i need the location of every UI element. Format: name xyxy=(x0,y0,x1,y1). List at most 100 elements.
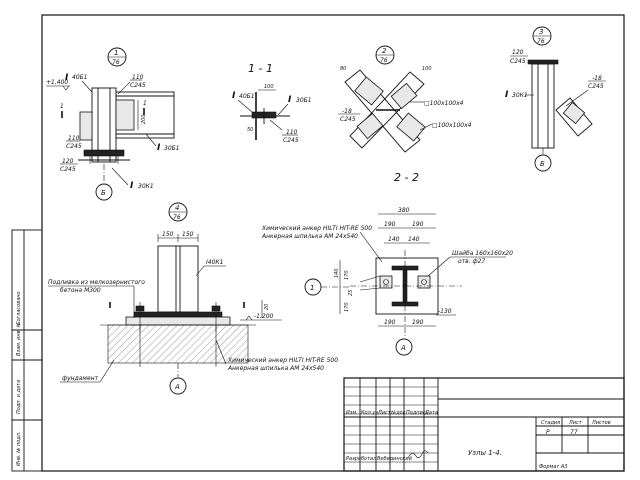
node1-axis: Б xyxy=(101,189,106,197)
node1-c-top-b: С245 xyxy=(130,82,146,89)
plan-axis-bottom: А xyxy=(400,344,406,352)
node4-dim-left: 150 xyxy=(162,231,174,238)
plan-left-dim-4: 170 xyxy=(344,302,350,312)
node4-foundation: фундамент xyxy=(62,375,99,382)
stamp-inv-orig: Инв. № подл. xyxy=(16,432,22,467)
i-beam-icon: I xyxy=(65,73,69,83)
node1-mark-sheet: 76 xyxy=(112,59,120,66)
plan-washer-a: Шайба 160х160х20 xyxy=(452,250,513,257)
tb-col-koluch: Кол.уч xyxy=(361,410,378,416)
node3-top-a: 120 xyxy=(512,49,524,56)
node2-dim-a: 80 xyxy=(340,66,346,72)
node2-mark-sheet: 76 xyxy=(380,57,388,64)
signature-icon xyxy=(407,450,429,459)
node2-mark-num: 2 xyxy=(382,47,387,55)
node4-i-col: I40К1 xyxy=(206,259,223,266)
node1-c-left-a: 110 xyxy=(68,135,80,142)
i-beam-icon-s11: I xyxy=(232,91,236,101)
node4-dim-side: 20 xyxy=(264,304,270,310)
stamp-replace-inv: Взам. инв. № xyxy=(16,322,22,356)
tb-col-list: Лист xyxy=(377,410,392,416)
tb-sheets-header: Листов xyxy=(591,420,611,426)
node4-grout-b: бетона М300 xyxy=(60,287,101,294)
tb-col-date: Дата xyxy=(424,410,438,416)
plan-axis-side: 1 xyxy=(310,284,314,292)
i-beam-icon-right: I xyxy=(157,143,161,153)
node1-cut-right: 1 xyxy=(143,100,147,107)
node1-i-right: 30Б1 xyxy=(164,145,180,152)
node3-top-b: С245 xyxy=(510,58,526,65)
plan-bottom-dim-b: 190 xyxy=(412,319,424,326)
node1-c-base-b: С245 xyxy=(60,166,76,173)
tb-sheet-value: 77 xyxy=(570,429,578,436)
node3-i-col: 30К1 xyxy=(512,92,528,99)
section11-dim-top: 100 xyxy=(264,84,274,90)
side-stamp: Согласовано Взам. инв. № Подп. и дата Ин… xyxy=(11,229,43,472)
node1-c-top-a: 110 xyxy=(132,74,144,81)
plan-dim-r3a: 140 xyxy=(388,236,400,243)
tb-col-ndok: №док xyxy=(390,410,406,416)
tb-stage-value: Р xyxy=(546,429,550,436)
i-beam-icon-s11b: I xyxy=(288,95,292,105)
plan-view: 380 190 190 140 140 Химический анкер HIL… xyxy=(261,207,513,356)
node2-dim-b: 100 xyxy=(422,66,432,72)
section11-i-left: 40Б1 xyxy=(239,93,255,100)
node1-c-base-a: 120 xyxy=(62,158,74,165)
node3-plate-b: С245 xyxy=(588,83,604,90)
node1-c-left-b: С245 xyxy=(66,143,82,150)
plan-left-dim-1: 140 xyxy=(334,268,340,278)
node4-axis: А xyxy=(174,383,180,391)
section11-c-b: С245 xyxy=(283,137,299,144)
section11-i-right: 30Б1 xyxy=(296,97,312,104)
node3-mark-sheet: 76 xyxy=(537,38,545,45)
tb-col-izm: Изм. xyxy=(346,410,358,416)
plan-right-label: -130 xyxy=(438,308,452,315)
section11-c-a: 110 xyxy=(286,129,298,136)
plan-left-dim-3: 25 xyxy=(348,290,354,296)
stamp-agreed: Согласовано xyxy=(16,291,22,325)
node1-elev: +1,400 xyxy=(46,79,68,86)
node4-mark-sheet: 76 xyxy=(173,214,181,221)
section11-dim-bot: 50 xyxy=(247,127,253,133)
node3-mark-num: 3 xyxy=(539,28,543,36)
node1-dim-right: 200 xyxy=(141,114,147,124)
stamp-sign-date: Подп. и дата xyxy=(16,380,22,414)
node2-plate-a: -18 xyxy=(342,108,352,115)
node4-mark-num: 4 xyxy=(175,204,179,212)
tb-role-developer: Разработал xyxy=(346,456,377,462)
plan-dim-r2a: 190 xyxy=(384,221,396,228)
i-beam-icon-n3: I xyxy=(505,90,509,100)
plan-anchor-a: Химический анкер HILTI HIT-RE 500 xyxy=(261,225,372,232)
node-3: 3 76 120 С245 -18 С245 I 30К1 Б xyxy=(505,26,606,172)
node1-i-col: 30К1 xyxy=(138,183,154,190)
tb-developer-name: Вебединский xyxy=(377,456,413,462)
i-beam-icon-col: I xyxy=(130,181,134,191)
node3-axis: Б xyxy=(540,160,545,168)
plan-washer-b: отв. ф27 xyxy=(458,258,485,265)
plan-dim-r3b: 140 xyxy=(408,236,420,243)
plan-left-dim-2: 170 xyxy=(344,270,350,280)
title-block: Изм. Кол.уч Лист №док Подпись Дата Разра… xyxy=(343,377,625,472)
tb-title: Узлы 1-4. xyxy=(468,449,502,457)
section11-title: 1 - 1 xyxy=(248,62,273,75)
node-4: 4 76 150 150 I40К1 Подливка из мелкозерн… xyxy=(48,202,338,395)
tb-stage-header: Стадия xyxy=(541,420,560,426)
node1-mark-num: 1 xyxy=(114,49,118,57)
node4-anchor-b: Анкерная шпилька АМ 24х540 xyxy=(227,365,324,372)
node4-anchor-a: Химический анкер HILTI HIT-RE 500 xyxy=(227,357,338,364)
node2-section-title: 2 - 2 xyxy=(394,171,419,184)
node4-dim-right: 150 xyxy=(182,231,194,238)
node1-cut-left: 1 xyxy=(60,103,64,110)
node3-plate-a: -18 xyxy=(592,75,602,82)
node4-grout-a: Подливка из мелкозернистого xyxy=(48,279,145,286)
section-1-1: 1 - 1 I 40Б1 100 I 30Б1 50 110 С245 xyxy=(232,62,312,144)
node-2: 2 76 80 100 □100х100х4 □100х100х4 -18 С2… xyxy=(338,45,472,184)
node1-i-top: 40Б1 xyxy=(72,74,88,81)
node2-plate-b: С245 xyxy=(340,116,356,123)
node2-tube2: □100х100х4 xyxy=(432,122,472,129)
node-1: 1 76 +1,400 1 1 I 40Б1 110 С245 200 I 30… xyxy=(46,47,180,201)
plan-anchor-b: Анкерная шпилька АМ 24х540 xyxy=(261,233,358,240)
node2-tube1: □100х100х4 xyxy=(424,100,464,107)
node4-elev: -1,200 xyxy=(254,313,274,320)
tb-format: Формат А3 xyxy=(539,464,567,470)
